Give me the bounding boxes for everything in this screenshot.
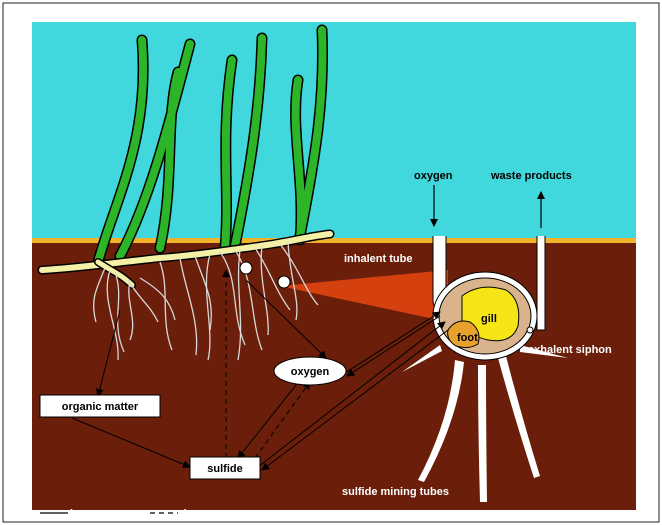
sulfide-label: sulfide	[207, 463, 242, 475]
oxygen-node-label: oxygen	[291, 366, 330, 378]
oxygen-bubble	[240, 262, 252, 274]
sulfide-mining-tubes-label: sulfide mining tubes	[342, 486, 449, 498]
legend-increases-label: increases	[70, 508, 121, 520]
waste-products-label: waste products	[490, 170, 572, 182]
inhalent-tube-label: inhalent tube	[344, 253, 412, 265]
organic-matter-label: organic matter	[62, 401, 139, 413]
water-column	[32, 22, 636, 240]
legend-decreases-label: decreases	[180, 508, 234, 520]
gill-label: gill	[481, 313, 497, 325]
oxygen-label: oxygen	[414, 170, 453, 182]
foot-label: foot	[457, 332, 478, 344]
exhalent-siphon-label: exhalent siphon	[528, 344, 612, 356]
oxygen-bubble	[278, 276, 290, 288]
